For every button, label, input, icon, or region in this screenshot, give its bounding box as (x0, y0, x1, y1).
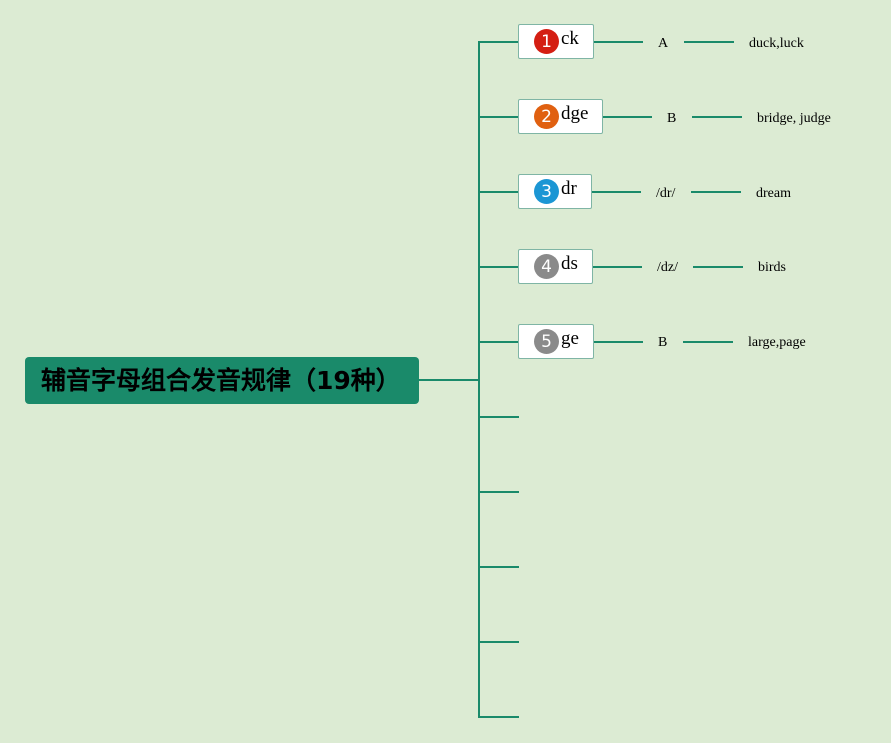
branch-node-ck[interactable]: 1 ck (518, 24, 594, 59)
node-label: dge (561, 102, 589, 124)
branch-node-dr[interactable]: 3 dr (518, 174, 592, 209)
root-topic[interactable]: 辅音字母组合发音规律（19种） (25, 357, 419, 404)
sound-label[interactable]: /dz/ (657, 260, 678, 275)
node-label: ge (561, 327, 579, 349)
node-label: dr (561, 177, 577, 199)
number-badge-4: 4 (534, 254, 559, 279)
sound-label[interactable]: B (667, 111, 677, 126)
number-badge-3: 3 (534, 179, 559, 204)
number-badge-2: 2 (534, 104, 559, 129)
number-badge-1: 1 (534, 29, 559, 54)
root-title: 辅音字母组合发音规律（19种） (41, 366, 401, 395)
node-label: ck (561, 27, 579, 49)
example-label[interactable]: duck,luck (749, 36, 804, 51)
sound-label[interactable]: B (658, 335, 668, 350)
sound-label[interactable]: /dr/ (656, 186, 676, 201)
example-label[interactable]: birds (758, 260, 786, 275)
example-label[interactable]: bridge, judge (757, 111, 831, 126)
branch-node-ds[interactable]: 4 ds (518, 249, 593, 284)
number-badge-5: 5 (534, 329, 559, 354)
sound-label[interactable]: A (658, 36, 669, 51)
example-label[interactable]: dream (756, 186, 791, 201)
example-label[interactable]: large,page (748, 335, 806, 350)
branch-node-ge[interactable]: 5 ge (518, 324, 594, 359)
node-label: ds (561, 252, 578, 274)
branch-node-dge[interactable]: 2 dge (518, 99, 603, 134)
